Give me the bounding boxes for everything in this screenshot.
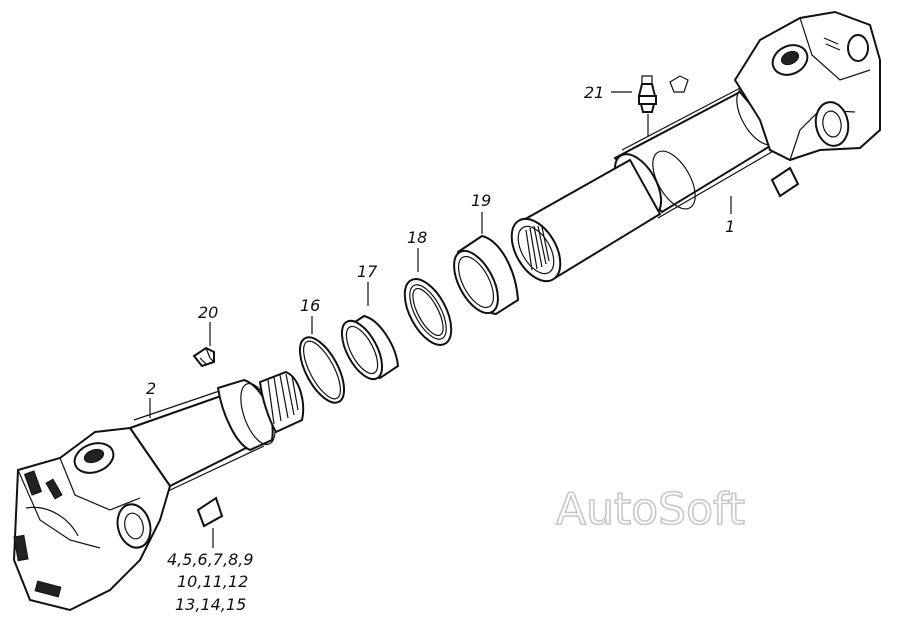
part-17-ring: [340, 314, 400, 381]
spline-stub-teeth: [267, 373, 299, 425]
part-18-seal-ring: [403, 278, 453, 346]
label-kit-line-2: 10,11,12: [177, 572, 248, 591]
label-part-20: 20: [198, 303, 218, 322]
watermark-text: AutoSoft: [556, 484, 745, 535]
part-labels: 1 2 16 17 18 19 20 21 4,5,6,7,8,9 10,11,…: [146, 83, 735, 614]
label-kit-line-1: 4,5,6,7,8,9: [167, 550, 254, 569]
leader-lines: [149, 91, 732, 548]
label-part-2: 2: [146, 379, 156, 398]
lock-plate-1: [770, 166, 800, 198]
label-part-21: 21: [584, 83, 604, 102]
label-part-1: 1: [725, 217, 735, 236]
part-20-lock-plate: [192, 346, 215, 368]
label-part-19: 19: [471, 191, 491, 210]
flange-teeth: [13, 470, 63, 598]
part-21-grease-fitting: [637, 75, 689, 113]
part-16-ring: [298, 336, 346, 404]
spline-hatching: [525, 225, 550, 271]
part-1-shaft-assembly: [510, 10, 881, 283]
part-2-shaft-assembly: [12, 370, 305, 612]
lock-plate-kit: [196, 496, 224, 528]
label-part-16: 16: [300, 296, 320, 315]
label-kit-line-3: 13,14,15: [175, 595, 246, 614]
part-19-ring: [453, 234, 520, 316]
label-part-17: 17: [357, 262, 378, 281]
label-part-18: 18: [407, 228, 427, 247]
